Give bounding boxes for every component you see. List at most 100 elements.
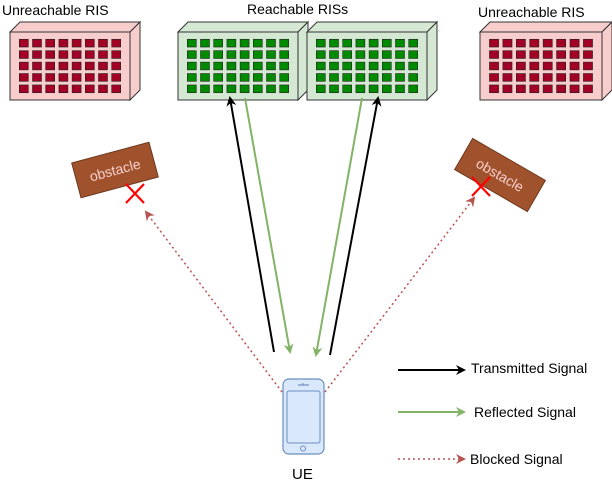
- ris-element: [45, 61, 55, 71]
- ris-element: [253, 50, 263, 59]
- ris-element: [502, 38, 513, 48]
- ris-element: [529, 84, 540, 94]
- ris-element: [516, 38, 526, 48]
- ris-element: [583, 73, 593, 82]
- ris-element: [213, 73, 223, 82]
- transmitted-signal-right: [329, 96, 382, 356]
- ris-unreachable-right: [478, 21, 612, 102]
- ris-element: [98, 84, 108, 94]
- ris-element: [355, 84, 366, 94]
- ris-element: [368, 38, 379, 48]
- ris-element: [32, 61, 42, 71]
- ris-element: [489, 50, 499, 59]
- legend-blocked-label: Blocked Signal: [470, 451, 563, 467]
- ris-element: [45, 50, 55, 59]
- block-cross-right-icon: [471, 176, 491, 197]
- ris-element: [19, 61, 29, 71]
- ris-element: [556, 38, 566, 48]
- ris-element: [85, 38, 95, 48]
- ris-element: [368, 84, 379, 94]
- ris-element: [58, 73, 69, 82]
- ris-element: [542, 73, 553, 82]
- ris-element: [98, 50, 108, 59]
- ris-element: [226, 61, 237, 71]
- ris-element: [187, 38, 197, 48]
- ris-element: [502, 73, 513, 82]
- ris-element: [583, 84, 593, 94]
- ris-element: [355, 61, 366, 71]
- ris-element: [58, 84, 69, 94]
- ris-element: [71, 50, 82, 59]
- ris-element: [45, 84, 55, 94]
- ris-element: [316, 38, 326, 48]
- ris-element: [226, 84, 237, 94]
- ris-element: [329, 84, 339, 94]
- ris-element: [342, 38, 352, 48]
- ris-element: [382, 73, 392, 82]
- ris-element: [226, 73, 237, 82]
- ris-element: [502, 84, 513, 94]
- ris-element: [516, 73, 526, 82]
- ris-element: [569, 50, 580, 59]
- ris-element: [355, 38, 366, 48]
- ris-element: [58, 50, 69, 59]
- ris-element: [382, 38, 392, 48]
- ris-element: [502, 50, 513, 59]
- legend-reflected-label: Reflected Signal: [474, 404, 576, 420]
- ris-element: [111, 84, 121, 94]
- ris-reachable-2: [305, 20, 439, 102]
- obstacle-right: obstacle: [453, 137, 547, 213]
- ris-element: [71, 61, 82, 71]
- ris-element: [200, 84, 210, 94]
- ris-element: [316, 73, 326, 82]
- ris-element: [200, 38, 210, 48]
- ris-element: [200, 50, 210, 59]
- ris-element: [85, 84, 95, 94]
- ris-element: [253, 61, 263, 71]
- ris-element: [529, 50, 540, 59]
- ris-element: [529, 73, 540, 82]
- ris-element: [71, 84, 82, 94]
- ris-element: [556, 84, 566, 94]
- ris-element: [32, 84, 42, 94]
- ris-element: [266, 50, 276, 59]
- ris-element: [395, 50, 405, 59]
- ris-element: [111, 50, 121, 59]
- ris-element: [556, 73, 566, 82]
- ris-element: [213, 50, 223, 59]
- ris-element: [200, 61, 210, 71]
- ris-unreachable-left: [8, 20, 142, 102]
- ris-element: [279, 61, 289, 71]
- ris-element: [556, 61, 566, 71]
- ris-element: [213, 61, 223, 71]
- block-cross-left-icon: [125, 183, 145, 204]
- ris-element: [408, 61, 418, 71]
- ris-element: [85, 61, 95, 71]
- ris-element: [19, 38, 29, 48]
- ris-element: [111, 73, 121, 82]
- ris-element: [569, 73, 580, 82]
- ris-element: [45, 38, 55, 48]
- ris-element: [395, 61, 405, 71]
- ris-element: [98, 73, 108, 82]
- ris-element: [489, 38, 499, 48]
- ris-element: [583, 38, 593, 48]
- ris-element: [395, 38, 405, 48]
- ris-element: [489, 73, 499, 82]
- ris-element: [239, 38, 250, 48]
- ris-element: [368, 61, 379, 71]
- ris-element: [368, 50, 379, 59]
- ris-element: [355, 73, 366, 82]
- label-reachable-riss: Reachable RISs: [247, 1, 349, 17]
- ris-element: [226, 50, 237, 59]
- legend-transmitted-label: Transmitted Signal: [471, 360, 588, 376]
- ris-element: [529, 38, 540, 48]
- ris-element: [516, 84, 526, 94]
- label-ue: UE: [292, 466, 313, 483]
- ris-element: [329, 50, 339, 59]
- ris-element: [239, 73, 250, 82]
- ris-reachable-1: [176, 20, 310, 102]
- label-unreachable-ris-left: Unreachable RIS: [2, 2, 109, 18]
